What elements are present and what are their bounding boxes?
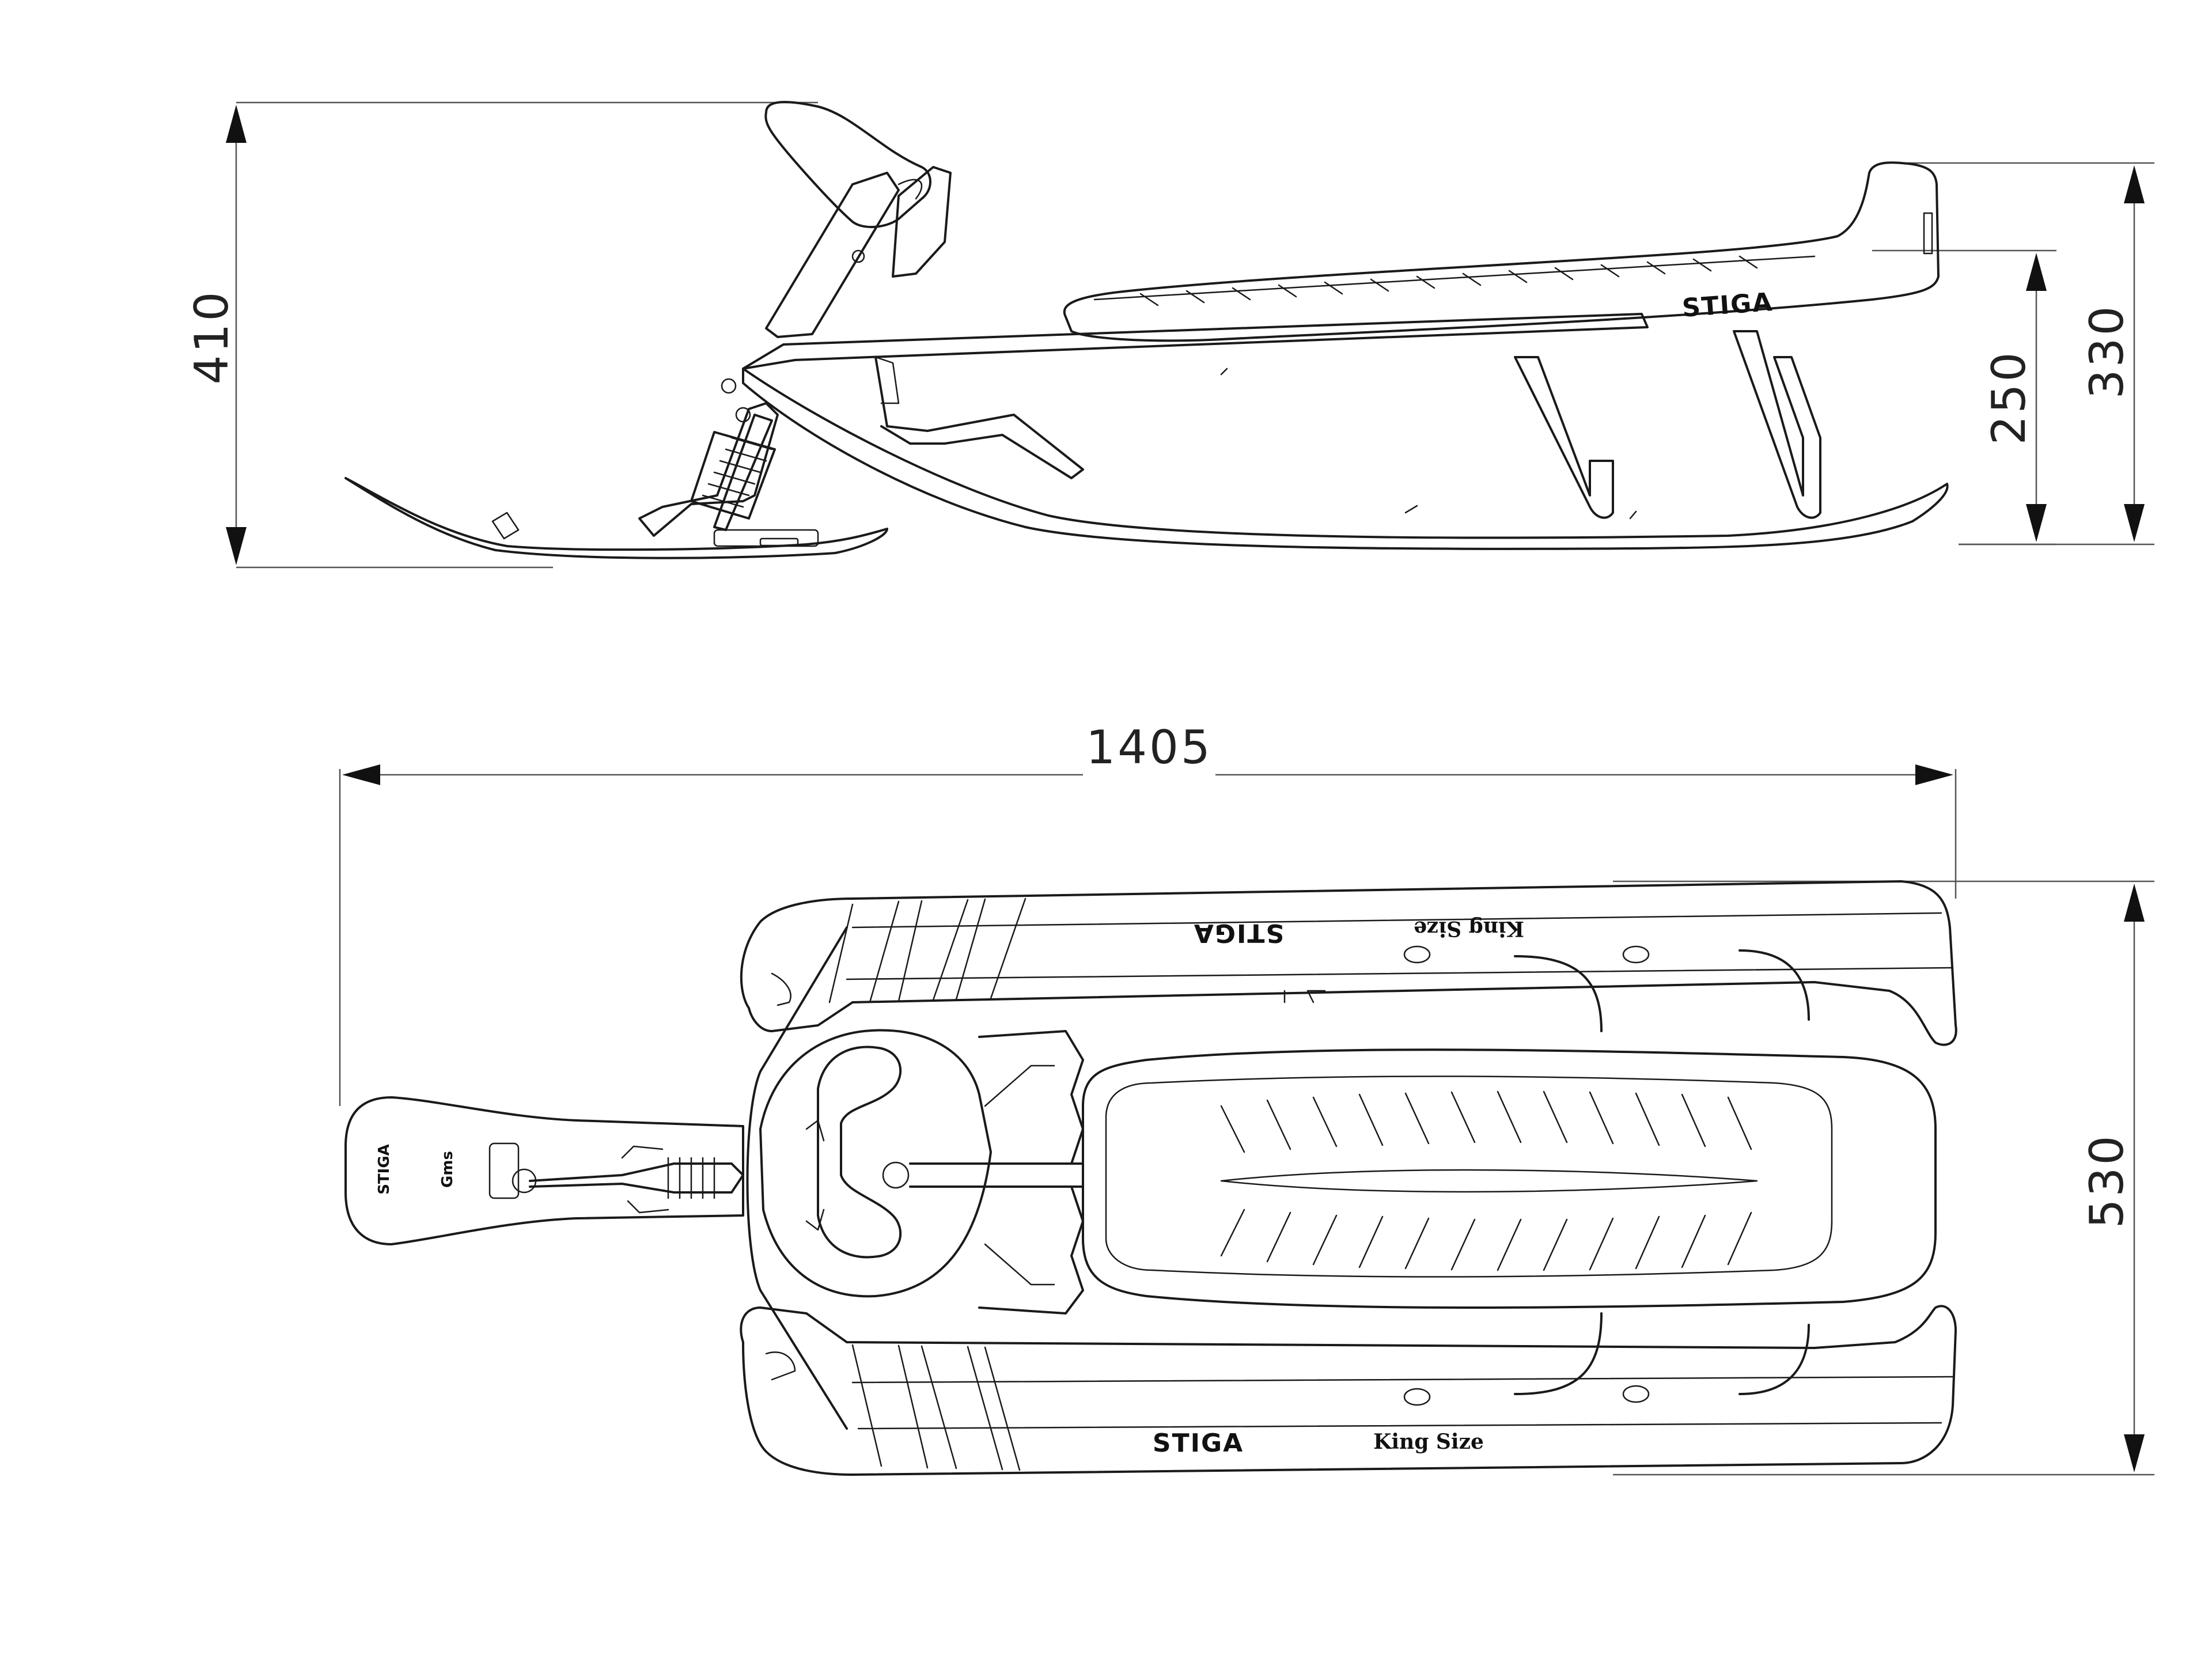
upper-marking bbox=[1283, 990, 1326, 1003]
steering-grips bbox=[805, 1119, 825, 1231]
dimension-seat-height: 250 bbox=[1872, 249, 2056, 546]
dimension-width-label: 530 bbox=[2080, 1134, 2134, 1229]
side-view: 410 250 330 bbox=[185, 101, 2154, 569]
seat-top bbox=[1082, 1048, 1937, 1309]
lower-bolt-2 bbox=[1622, 1385, 1650, 1403]
upper-runner-stripes bbox=[828, 897, 1027, 1003]
shock-mounts-top bbox=[621, 1145, 669, 1214]
lower-runner-handle bbox=[765, 1351, 796, 1381]
dimension-rear-height: 330 bbox=[1901, 162, 2154, 546]
upper-bolt-2 bbox=[1622, 945, 1650, 964]
upper-runner-brand: STIGA bbox=[1193, 918, 1284, 948]
lower-strut-loop-1 bbox=[1514, 1312, 1603, 1395]
rear-strut-2 bbox=[1733, 330, 1821, 519]
lower-runner-edge bbox=[857, 1422, 1942, 1430]
dimension-total-height: 410 bbox=[185, 101, 818, 569]
pivot-bolt bbox=[721, 378, 737, 394]
dimension-seat-height-label: 250 bbox=[1982, 350, 2036, 445]
seat-center-groove bbox=[1220, 1169, 1758, 1193]
upper-strut-loop-1 bbox=[1514, 955, 1603, 1032]
upper-strut-loop-2 bbox=[1738, 949, 1810, 1021]
brake-lever bbox=[874, 356, 1084, 479]
seat-side bbox=[1063, 161, 1940, 342]
steering-hub bbox=[882, 1161, 910, 1189]
clamp-bolt bbox=[851, 249, 865, 263]
ski-clip bbox=[491, 512, 520, 540]
lower-runner-model: King Size bbox=[1373, 1430, 1484, 1454]
shield-ribs bbox=[984, 1065, 1055, 1286]
upper-runner-handle bbox=[771, 972, 791, 1006]
seat-inner bbox=[1105, 1075, 1833, 1278]
upper-runner-model: King Size bbox=[1414, 916, 1524, 941]
seat-grooves bbox=[1220, 1090, 1752, 1271]
front-ski-side bbox=[344, 477, 888, 559]
ski-knuckle bbox=[638, 402, 779, 537]
ski-shock-top bbox=[529, 1162, 744, 1194]
lower-runner-stripes bbox=[851, 1344, 1021, 1471]
steering-column bbox=[765, 172, 900, 338]
shock-coils-top bbox=[667, 1157, 715, 1199]
seat-ridge bbox=[1093, 255, 1816, 301]
lower-runner-rail bbox=[851, 1376, 1954, 1384]
seat-tag bbox=[1923, 212, 1933, 255]
upper-runner-rail bbox=[846, 967, 1954, 980]
central-beam bbox=[909, 1162, 1084, 1188]
dimension-length-label: 1405 bbox=[1086, 721, 1213, 774]
frame-tube-top bbox=[742, 313, 1649, 370]
shock-spring bbox=[690, 414, 776, 531]
strut-bolts bbox=[1220, 368, 1637, 520]
seat-brand-side: STIGA bbox=[1681, 287, 1774, 323]
upper-runner-edge bbox=[851, 912, 1942, 929]
upper-runner-top bbox=[740, 880, 1957, 1046]
brake-hinge bbox=[874, 356, 900, 404]
lower-strut-loop-2 bbox=[1738, 1324, 1810, 1395]
lower-runner-brand: STIGA bbox=[1153, 1429, 1244, 1458]
ski-brand-top: STIGA bbox=[376, 1144, 393, 1195]
lower-runner-top bbox=[740, 1305, 1957, 1476]
ski-slot bbox=[759, 537, 799, 547]
seat-ribs bbox=[1139, 255, 1758, 306]
dimension-total-height-label: 410 bbox=[185, 290, 238, 385]
dimension-rear-height-label: 330 bbox=[2080, 304, 2134, 399]
dimension-length: 1405 bbox=[339, 721, 1957, 1106]
frame-runner bbox=[742, 368, 1949, 550]
handlebar-clamp bbox=[892, 166, 952, 278]
pivot-bolt-2 bbox=[735, 407, 751, 423]
ski-model-top: Gms bbox=[439, 1151, 456, 1188]
handlebar-grip bbox=[897, 179, 923, 200]
front-shield-top bbox=[978, 1030, 1084, 1315]
upper-bolt-1 bbox=[1403, 945, 1431, 964]
handlebar-side bbox=[764, 101, 931, 229]
steering-wheel-top bbox=[817, 1046, 902, 1259]
top-view: 1405 530 STIGA King Size bbox=[339, 721, 2154, 1476]
steering-body bbox=[759, 1029, 992, 1298]
lower-bolt-1 bbox=[1403, 1388, 1431, 1406]
front-ski-top bbox=[344, 1096, 744, 1245]
rear-strut-1 bbox=[1514, 356, 1614, 519]
front-frame-top bbox=[746, 926, 848, 1430]
ski-plate bbox=[488, 1142, 520, 1199]
